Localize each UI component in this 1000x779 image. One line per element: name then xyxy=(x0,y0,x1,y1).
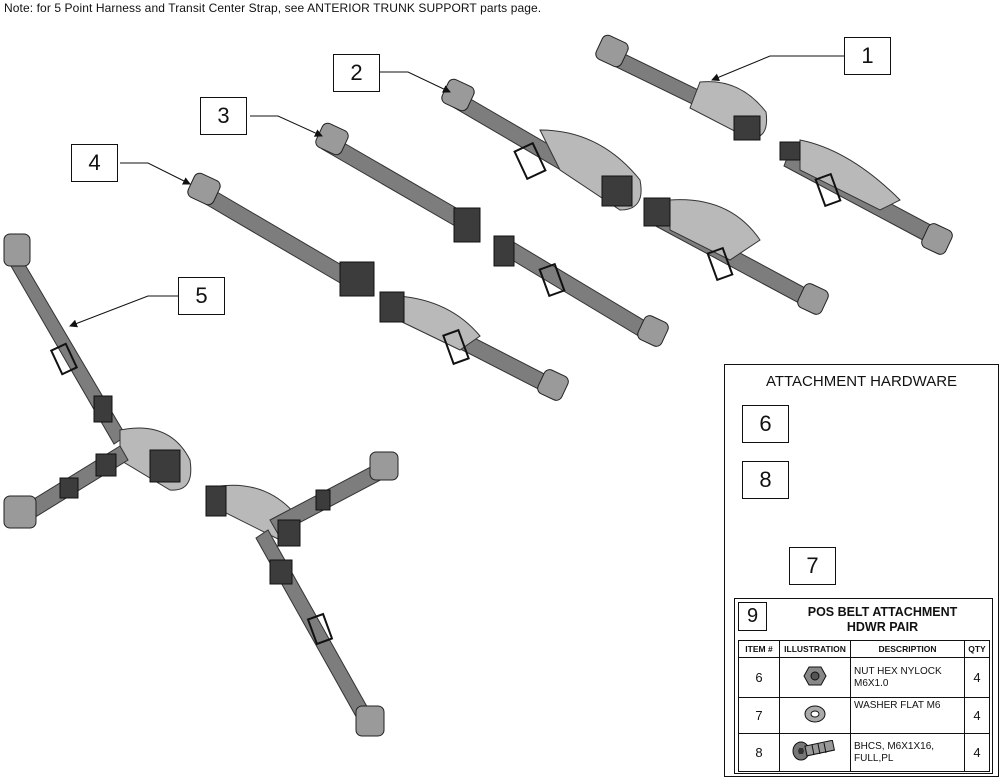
row-description-line-1: NUT HEX NYLOCK xyxy=(854,665,942,677)
row-item-number: 8 xyxy=(738,733,780,772)
belt-4-illustration xyxy=(187,172,569,401)
header-illustration: ILLUSTRATION xyxy=(779,640,851,658)
button-head-screw-icon xyxy=(792,739,836,761)
callout-3: 3 xyxy=(200,97,247,135)
leader-lines xyxy=(69,55,844,328)
header-item: ITEM # xyxy=(738,640,780,658)
row-qty: 4 xyxy=(964,657,990,698)
page-note: Note: for 5 Point Harness and Transit Ce… xyxy=(4,1,542,15)
callout-4: 4 xyxy=(71,144,118,182)
callout-2: 2 xyxy=(333,54,380,92)
hex-nut-icon xyxy=(803,666,827,686)
kit-title: POS BELT ATTACHMENT HDWR PAIR xyxy=(775,605,990,635)
table-row: 7 WASHER FLAT M6 4 xyxy=(738,697,990,734)
row-item-number: 7 xyxy=(738,697,780,734)
callout-5: 5 xyxy=(178,277,225,315)
row-qty: 4 xyxy=(964,733,990,772)
header-qty: QTY xyxy=(964,640,990,658)
hardware-kit-table-box: 9 POS BELT ATTACHMENT HDWR PAIR ITEM # I… xyxy=(734,598,993,774)
row-description-line-2: M6X1.0 xyxy=(854,677,889,689)
table-row: 8 BHCS, M6X1X16, FULL,PL 4 xyxy=(738,733,990,772)
callout-8: 8 xyxy=(742,461,789,499)
kit-title-line-2: HDWR PAIR xyxy=(846,620,919,634)
callout-7: 7 xyxy=(789,547,836,585)
parts-table-header: ITEM # ILLUSTRATION DESCRIPTION QTY xyxy=(738,640,990,658)
row-description-line-1: BHCS, M6X1X16, xyxy=(854,740,935,752)
callout-6: 6 xyxy=(742,405,789,443)
belt-5-illustration xyxy=(3,233,399,737)
parts-table: ITEM # ILLUSTRATION DESCRIPTION QTY 6 NU… xyxy=(738,640,990,772)
belt-1-illustration xyxy=(595,34,953,255)
header-description: DESCRIPTION xyxy=(850,640,965,658)
belt-2-illustration xyxy=(441,78,829,315)
kit-item-number: 9 xyxy=(738,602,767,631)
attachment-hardware-title: ATTACHMENT HARDWARE xyxy=(765,373,958,390)
flat-washer-icon xyxy=(804,705,826,723)
attachment-hardware-panel: ATTACHMENT HARDWARE 6 8 7 9 POS BELT ATT… xyxy=(724,364,999,777)
table-row: 6 NUT HEX NYLOCK M6X1.0 4 xyxy=(738,657,990,698)
row-description-line-1: WASHER FLAT M6 xyxy=(854,700,941,711)
row-item-number: 6 xyxy=(738,657,780,698)
row-description-line-2: FULL,PL xyxy=(854,752,894,764)
kit-title-line-1: POS BELT ATTACHMENT xyxy=(807,605,958,619)
belt-3-illustration xyxy=(315,122,669,347)
callout-1: 1 xyxy=(844,37,891,75)
row-qty: 4 xyxy=(964,697,990,734)
